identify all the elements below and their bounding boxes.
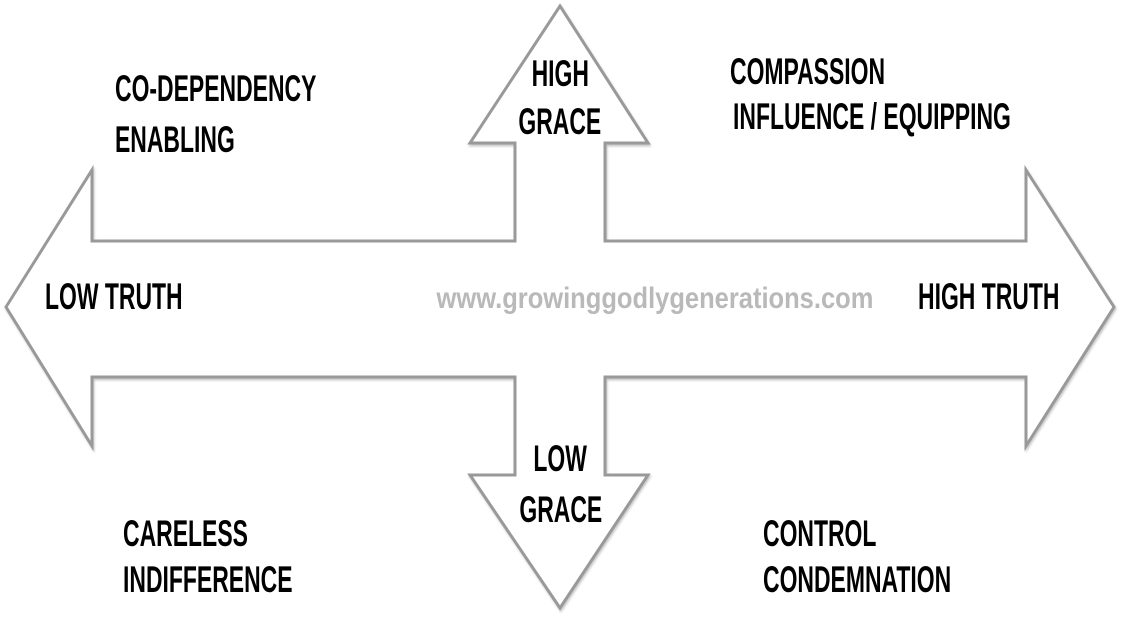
quadrant-label-influence-equipping-text: INFLUENCE / EQUIPPING	[733, 96, 1011, 137]
axis-label-low-grace-line1-text: LOW	[533, 438, 587, 479]
quadrant-label-careless-text: CARELESS	[123, 513, 248, 554]
axis-label-high-truth: HIGH TRUTH	[918, 278, 1121, 315]
quadrant-label-enabling: ENABLING	[115, 121, 308, 158]
quadrant-label-condemnation-text: CONDEMNATION	[763, 559, 952, 600]
axis-label-high-grace-line2-text: GRACE	[518, 101, 602, 142]
quadrant-label-indifference-text: INDIFFERENCE	[123, 559, 293, 600]
quadrant-label-influence-equipping: INFLUENCE / EQUIPPING	[733, 98, 1121, 135]
quadrant-label-control: CONTROL	[763, 515, 946, 552]
axis-label-low-truth: LOW TRUTH	[45, 278, 267, 315]
axis-label-low-truth-text: LOW TRUTH	[45, 276, 183, 317]
axis-label-high-grace-line1: HIGH	[410, 55, 710, 92]
axis-label-high-grace-line1-text: HIGH	[531, 53, 589, 94]
watermark-url: www.growinggodlygenerations.com	[398, 284, 874, 314]
quadrant-label-control-text: CONTROL	[763, 513, 877, 554]
axis-label-low-grace-line2: GRACE	[411, 491, 711, 528]
quadrant-label-enabling-text: ENABLING	[115, 119, 235, 160]
quadrant-label-condemnation: CONDEMNATION	[763, 561, 1067, 598]
watermark-url-text: www.growinggodlygenerations.com	[436, 282, 874, 315]
axis-label-high-grace-line2: GRACE	[410, 103, 710, 140]
quadrant-label-indifference: INDIFFERENCE	[123, 561, 396, 598]
quadrant-label-compassion: COMPASSION	[730, 53, 980, 90]
cross-arrows-outline	[4, 3, 1116, 611]
axis-label-low-grace-line1: LOW	[410, 440, 710, 477]
axis-label-low-grace-line2-text: GRACE	[519, 489, 603, 530]
quadrant-label-careless: CARELESS	[123, 515, 324, 552]
quadrant-label-co-dependency: CO-DEPENDENCY	[115, 70, 440, 107]
quadrant-label-compassion-text: COMPASSION	[730, 51, 886, 92]
axis-label-high-truth-text: HIGH TRUTH	[918, 276, 1060, 317]
quadrant-label-co-dependency-text: CO-DEPENDENCY	[115, 68, 317, 109]
